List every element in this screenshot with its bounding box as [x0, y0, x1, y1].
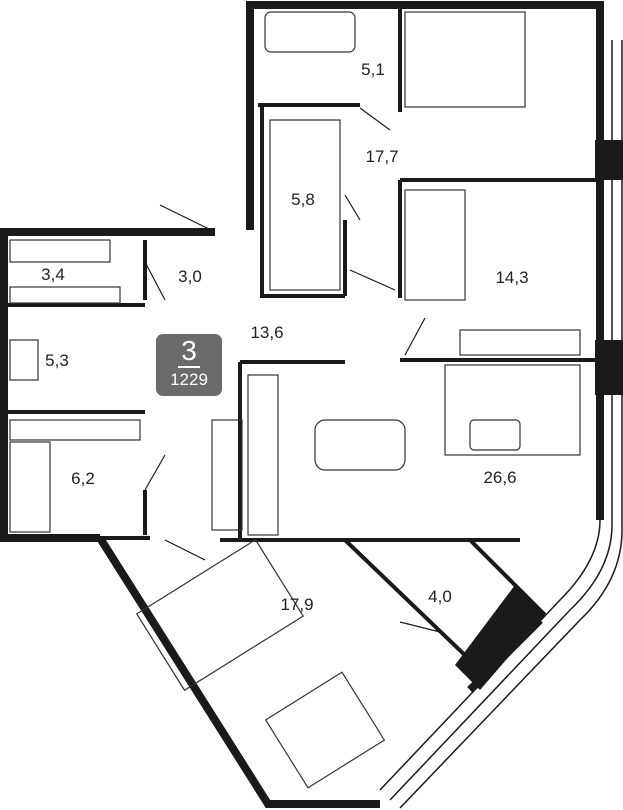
apartment-badge: 3 1229: [156, 334, 222, 396]
room-area-bathroom-left: 6,2: [71, 469, 95, 488]
room-area-dressing: 4,0: [428, 587, 452, 606]
room-area-living-kitchen: 26,6: [483, 468, 517, 487]
room-count: 3: [181, 335, 197, 366]
total-area: 1229: [170, 370, 208, 389]
room-area-wardrobe: 5,8: [291, 190, 315, 209]
room-area-hall-entry: 3,0: [178, 267, 202, 286]
room-area-storage: 3,4: [41, 265, 65, 284]
room-area-corridor: 13,6: [250, 323, 284, 342]
room-area-bedroom-3: 17,9: [280, 595, 314, 614]
room-area-bathroom-top: 5,1: [361, 60, 385, 79]
badge-divider: [178, 366, 200, 368]
room-area-bedroom-master: 17,7: [365, 147, 399, 166]
room-area-bedroom-2: 14,3: [495, 268, 529, 287]
room-area-closet: 5,3: [45, 351, 69, 370]
